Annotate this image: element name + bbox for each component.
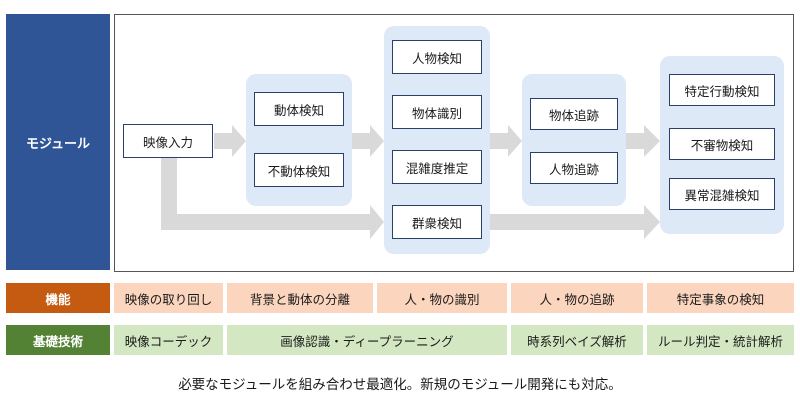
video-input-box: 映像入力	[123, 124, 213, 158]
function-cell-identification: 人・物の識別	[377, 283, 507, 313]
tech-cell-video-codec: 映像コーデック	[114, 325, 223, 355]
arrow-input-to-crowd	[161, 156, 384, 239]
function-cell-background-separation: 背景と動体の分離	[227, 283, 373, 313]
crowd-detection-box: 群衆検知	[392, 205, 482, 239]
object-recognition-box: 物体識別	[392, 95, 482, 129]
congestion-estimation-box: 混雑度推定	[392, 150, 482, 184]
arrow-tracking-to-events	[626, 125, 660, 157]
function-cell-video-handling: 映像の取り回し	[114, 283, 223, 313]
tech-cell-rule-statistics: ルール判定・統計解析	[647, 325, 794, 355]
module-label: モジュール	[6, 14, 110, 270]
group-tracking	[522, 74, 626, 206]
arrow-crowd-to-events	[490, 205, 660, 239]
arrow-input-to-motion	[214, 125, 246, 157]
abnormal-congestion-detection-box: 異常混雑検知	[669, 178, 775, 210]
arrow-motion-to-detection	[352, 125, 384, 157]
specific-behavior-detection-box: 特定行動検知	[669, 74, 775, 106]
person-detection-box: 人物検知	[392, 40, 482, 74]
function-cell-event-detection: 特定事象の検知	[647, 283, 794, 313]
object-tracking-box: 物体追跡	[530, 98, 618, 130]
caption-text: 必要なモジュールを組み合わせ最適化。新規のモジュール開発にも対応。	[178, 377, 622, 393]
tech-cell-image-recognition: 画像認識・ディープラーニング	[227, 325, 507, 355]
static-object-detection-box: 不動体検知	[254, 153, 344, 187]
person-tracking-box: 人物追跡	[530, 152, 618, 184]
function-cell-tracking: 人・物の追跡	[511, 283, 643, 313]
tech-row-label: 基礎技術	[6, 325, 110, 355]
motion-detection-box: 動体検知	[254, 92, 344, 126]
function-row-label: 機能	[6, 283, 110, 313]
arrow-detection-to-tracking	[490, 125, 522, 157]
tech-cell-bayesian-analysis: 時系列ベイズ解析	[511, 325, 643, 355]
suspicious-object-detection-box: 不審物検知	[669, 128, 775, 160]
